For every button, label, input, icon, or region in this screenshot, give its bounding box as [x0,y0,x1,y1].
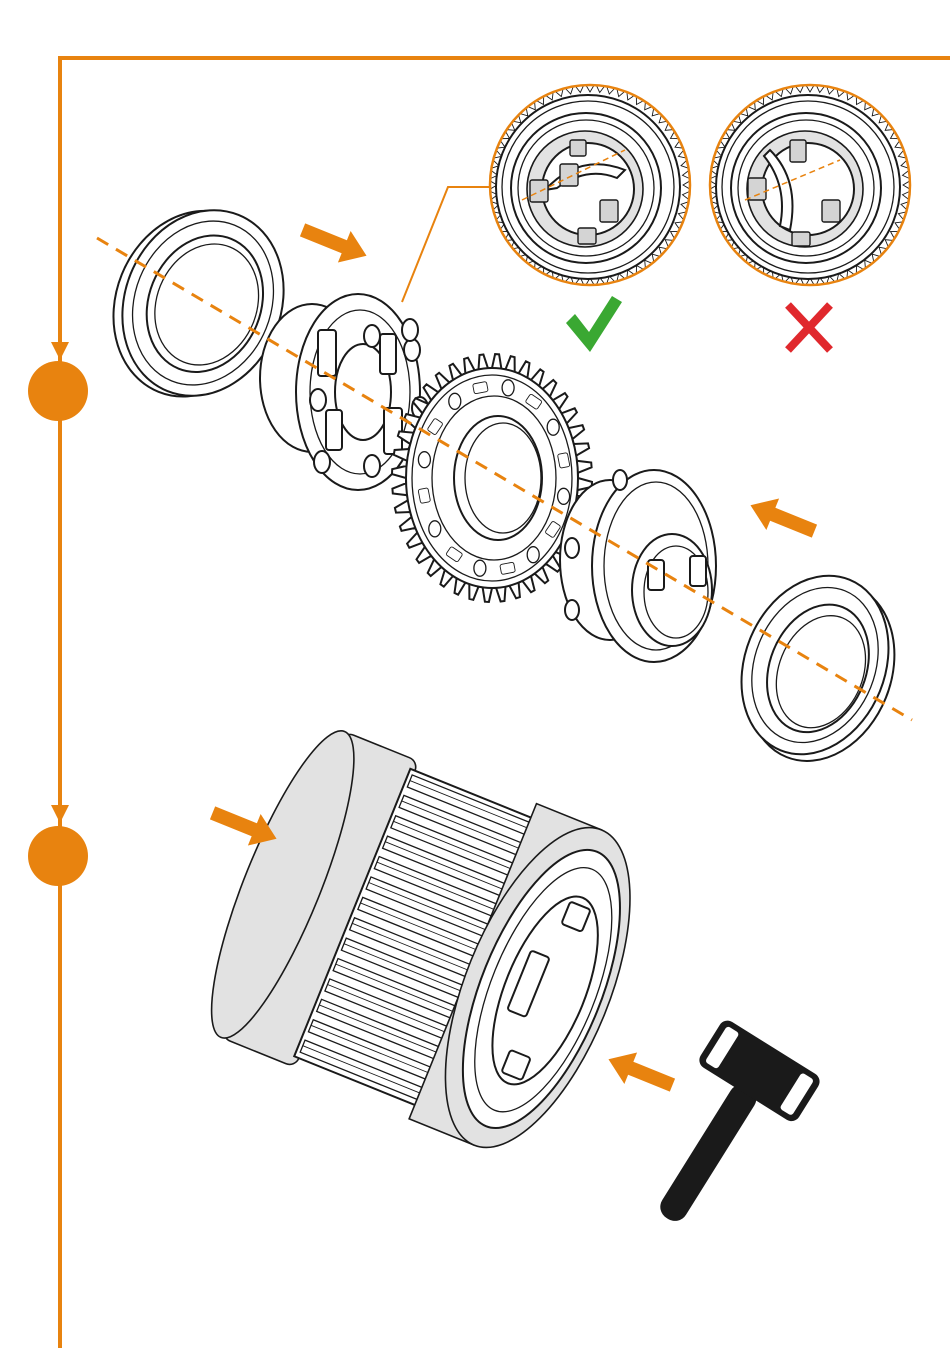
step-1-exploded-view [86,83,922,783]
push-arrow-icon [296,214,373,271]
detail-view-incorrect [708,83,912,287]
left-hub [260,294,428,490]
mallet-icon [618,1017,823,1249]
cross-icon [788,305,830,350]
step-2-marker [28,826,88,886]
assembled-gear-hub [184,713,668,1172]
right-hub [560,470,716,662]
push-arrow-icon [744,490,821,547]
push-arrow-icon [602,1044,679,1101]
step-1-marker [28,361,88,421]
check-icon [566,296,622,352]
detail-leader-line [402,187,490,302]
step-2-assembly [184,713,823,1250]
right-bearing [714,553,922,783]
detail-view-correct [488,83,692,287]
